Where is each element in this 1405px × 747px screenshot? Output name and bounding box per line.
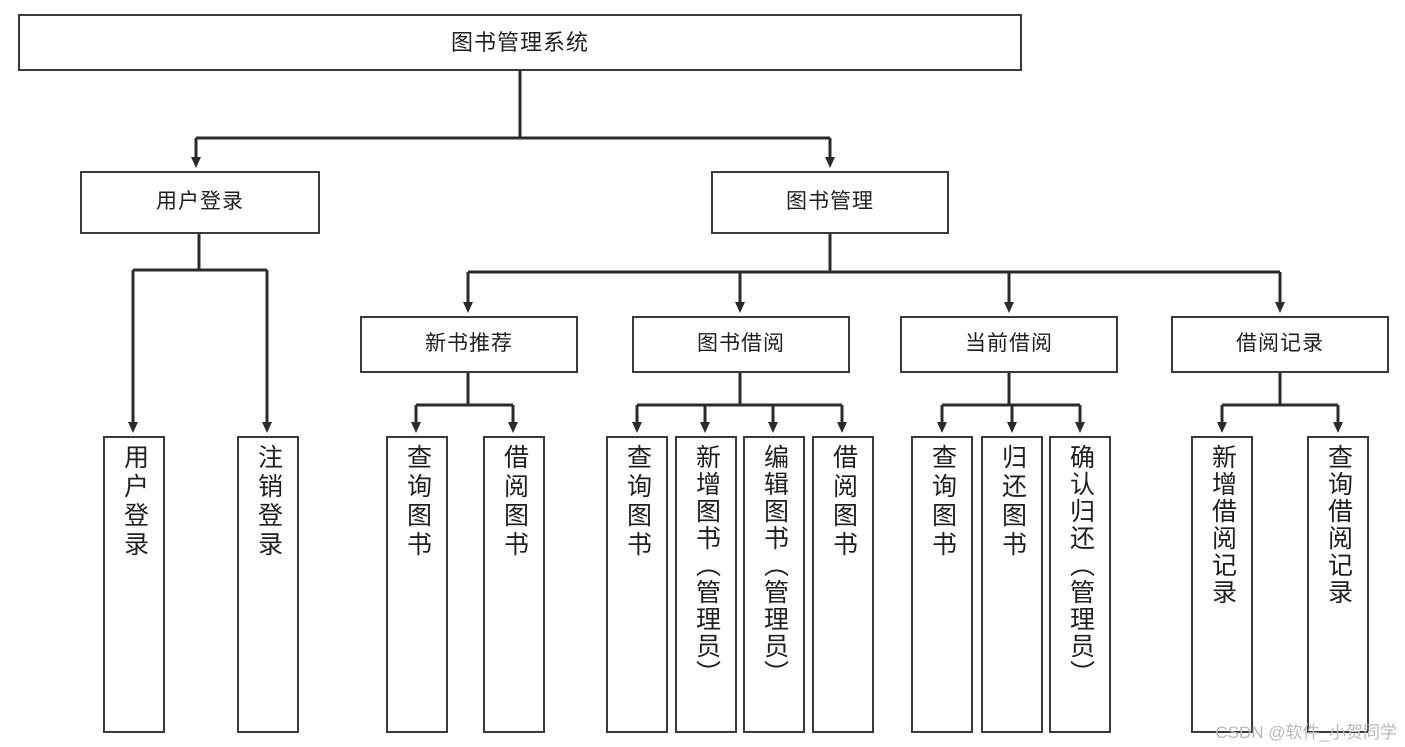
node-borrow-record[interactable]: 借阅记录	[1171, 316, 1389, 373]
leaf-book-borrow-query[interactable]: 查询图书	[606, 436, 668, 733]
leaf-label: 注销登录	[254, 444, 283, 560]
leaf-current-borrow-confirm[interactable]: 确认归还（管理员）	[1049, 436, 1111, 733]
leaf-user-login-signout[interactable]: 注销登录	[237, 436, 299, 733]
leaf-label: 确认归还（管理员）	[1066, 444, 1095, 687]
leaf-label: 归还图书	[998, 444, 1027, 560]
leaf-user-login-signin[interactable]: 用户登录	[103, 436, 165, 733]
leaf-label: 查询图书	[403, 444, 432, 560]
node-current-borrow[interactable]: 当前借阅	[900, 316, 1118, 373]
leaf-new-book-query[interactable]: 查询图书	[386, 436, 448, 733]
node-root[interactable]: 图书管理系统	[18, 14, 1022, 71]
node-user-login[interactable]: 用户登录	[80, 171, 320, 234]
node-root-label: 图书管理系统	[450, 29, 589, 55]
leaf-current-borrow-return[interactable]: 归还图书	[981, 436, 1043, 733]
node-book-borrow[interactable]: 图书借阅	[632, 316, 850, 373]
leaf-label: 查询借阅记录	[1324, 444, 1353, 606]
leaf-book-borrow-add[interactable]: 新增图书（管理员）	[675, 436, 737, 733]
leaf-label: 新增借阅记录	[1208, 444, 1237, 606]
leaf-borrow-record-add[interactable]: 新增借阅记录	[1191, 436, 1253, 733]
node-book-management-label: 图书管理	[786, 190, 874, 214]
node-new-book-recommend[interactable]: 新书推荐	[360, 316, 578, 373]
leaf-label: 查询图书	[928, 444, 957, 560]
leaf-borrow-record-query[interactable]: 查询借阅记录	[1307, 436, 1369, 733]
leaf-label: 查询图书	[623, 444, 652, 560]
node-current-borrow-label: 当前借阅	[965, 332, 1053, 356]
leaf-current-borrow-query[interactable]: 查询图书	[911, 436, 973, 733]
leaf-label: 借阅图书	[500, 444, 529, 560]
node-book-management[interactable]: 图书管理	[711, 171, 949, 234]
node-new-book-recommend-label: 新书推荐	[425, 332, 513, 356]
leaf-label: 用户登录	[120, 444, 149, 560]
leaf-label: 新增图书（管理员）	[692, 444, 721, 687]
node-book-borrow-label: 图书借阅	[697, 332, 785, 356]
leaf-book-borrow-edit[interactable]: 编辑图书（管理员）	[743, 436, 805, 733]
leaf-label: 借阅图书	[829, 444, 858, 560]
leaf-new-book-borrow[interactable]: 借阅图书	[483, 436, 545, 733]
node-user-login-label: 用户登录	[156, 190, 244, 214]
leaf-book-borrow-lend[interactable]: 借阅图书	[812, 436, 874, 733]
node-borrow-record-label: 借阅记录	[1236, 332, 1324, 356]
leaf-label: 编辑图书（管理员）	[760, 444, 789, 687]
